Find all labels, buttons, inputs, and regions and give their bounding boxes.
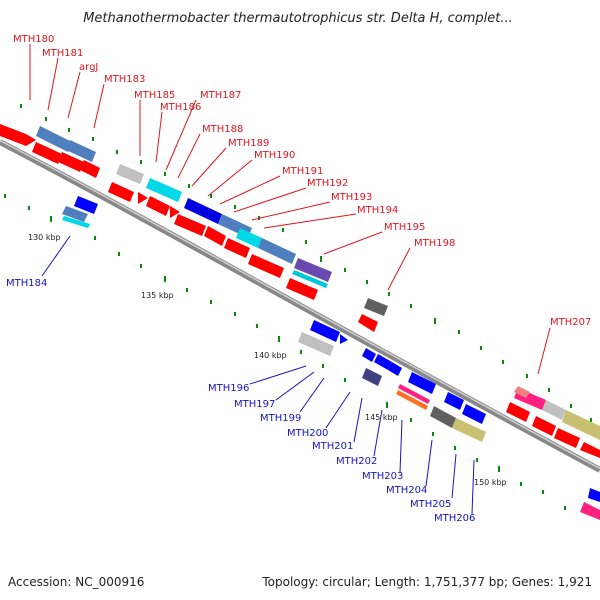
leader-lines-bottom xyxy=(41,235,475,515)
label-mth185: MTH185 xyxy=(134,90,175,101)
reverse-strand-features[interactable] xyxy=(62,196,600,520)
label-mth197: MTH197 xyxy=(234,399,275,410)
scale-label-150: 150 kbp xyxy=(474,478,507,487)
gene-mth191 xyxy=(258,238,296,264)
accession-text: Accession: NC_000916 xyxy=(8,575,144,589)
label-mth180: MTH180 xyxy=(13,34,54,45)
gene-mth195 xyxy=(294,258,332,282)
scale-labels: 130 kbp 135 kbp 140 kbp 145 kbp 150 kbp xyxy=(28,233,507,487)
label-mth192: MTH192 xyxy=(307,178,348,189)
gene-mth206 xyxy=(452,418,486,442)
gene-mth201 xyxy=(388,362,402,376)
gene-mth185 xyxy=(116,164,144,184)
gene-mth205 xyxy=(430,406,456,428)
gene-mth190 xyxy=(236,228,262,248)
label-mth196: MTH196 xyxy=(208,383,249,394)
gene-mth181 xyxy=(36,126,72,152)
forward-strand-features[interactable] xyxy=(0,124,600,458)
gene-mth184 xyxy=(74,196,98,214)
gene-labels-bottom: MTH184 MTH196 MTH197 MTH199 MTH200 MTH20… xyxy=(6,278,475,524)
label-mth203: MTH203 xyxy=(362,471,403,482)
label-mth195: MTH195 xyxy=(384,222,425,233)
gene-argj xyxy=(66,140,96,162)
gene-mth202 xyxy=(362,368,382,386)
label-mth188: MTH188 xyxy=(202,124,243,135)
label-argj: argJ xyxy=(79,62,98,73)
label-mth183: MTH183 xyxy=(104,74,145,85)
label-mth202: MTH202 xyxy=(336,456,377,467)
gene-mth180 xyxy=(0,124,26,146)
gene-mth197 xyxy=(298,332,334,356)
gene-mth183 xyxy=(32,142,62,164)
gene-mth196 xyxy=(310,320,340,342)
gene-mth186 xyxy=(146,178,182,202)
map-title: Methanothermobacter thermautotrophicus s… xyxy=(83,11,513,26)
gene-mth198 xyxy=(364,298,388,316)
gene-mth200 xyxy=(374,354,392,370)
label-mth193: MTH193 xyxy=(331,192,372,203)
label-mth200: MTH200 xyxy=(287,428,328,439)
label-mth201: MTH201 xyxy=(312,441,353,452)
gene-mth204 xyxy=(444,392,464,410)
gene-mth203 xyxy=(408,372,436,394)
label-mth184: MTH184 xyxy=(6,278,47,289)
label-mth186: MTH186 xyxy=(160,102,201,113)
label-mth194: MTH194 xyxy=(357,205,398,216)
scale-label-145: 145 kbp xyxy=(365,413,398,422)
gene-mth188 xyxy=(184,198,222,224)
scale-ring-outer xyxy=(20,104,592,422)
label-mth189: MTH189 xyxy=(228,138,269,149)
gene-labels-top: MTH180 MTH181 argJ MTH183 MTH185 MTH186 … xyxy=(13,34,591,328)
label-mth191: MTH191 xyxy=(282,166,323,177)
gene-mth199 xyxy=(362,348,376,362)
scale-label-135: 135 kbp xyxy=(141,291,174,300)
label-mth190: MTH190 xyxy=(254,150,295,161)
genome-backbone xyxy=(0,139,600,473)
label-mth205: MTH205 xyxy=(410,499,451,510)
label-mth206: MTH206 xyxy=(434,513,475,524)
label-mth204: MTH204 xyxy=(386,485,427,496)
label-mth198: MTH198 xyxy=(414,238,455,249)
scale-ring-inner xyxy=(4,194,566,510)
label-mth181: MTH181 xyxy=(42,48,83,59)
label-mth187: MTH187 xyxy=(200,90,241,101)
scale-label-140: 140 kbp xyxy=(254,351,287,360)
scale-label-130: 130 kbp xyxy=(28,233,61,242)
label-mth207: MTH207 xyxy=(550,317,591,328)
topology-text: Topology: circular; Length: 1,751,377 bp… xyxy=(261,575,592,589)
leader-lines-top xyxy=(29,44,551,375)
label-mth199: MTH199 xyxy=(260,413,301,424)
